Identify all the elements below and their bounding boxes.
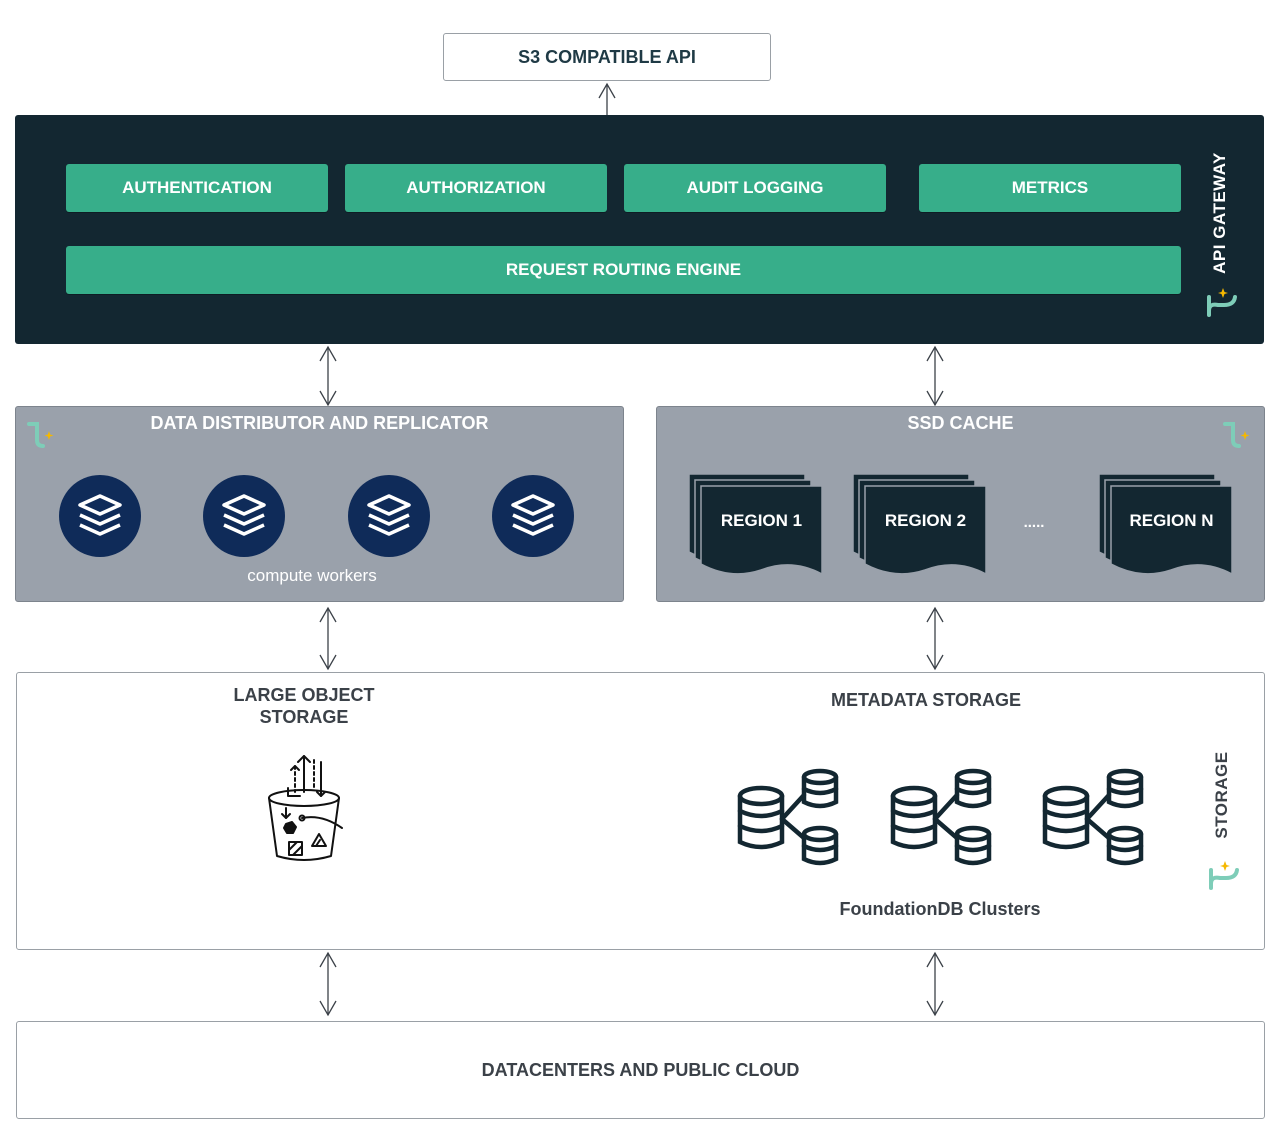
database-cluster-icon-2	[890, 768, 992, 866]
region-n-label: REGION N	[1129, 511, 1214, 530]
storage-label: STORAGE	[1212, 751, 1231, 839]
large-object-storage-title: LARGE OBJECT STORAGE	[184, 684, 424, 728]
metrics-module: METRICS	[919, 164, 1181, 212]
datacenters-label: DATACENTERS AND PUBLIC CLOUD	[481, 1059, 800, 1080]
database-cluster-icon-3	[1042, 768, 1144, 866]
authentication-module: AUTHENTICATION	[66, 164, 328, 212]
compute-worker-2	[203, 475, 285, 557]
region-1-label: REGION 1	[720, 511, 803, 530]
storage-logo-icon	[1209, 861, 1239, 890]
large-object-title-line2: STORAGE	[259, 707, 349, 727]
cache-logo-icon	[1223, 422, 1250, 448]
brand-logo-icon	[1207, 288, 1237, 317]
region-n-stack	[1098, 473, 1233, 576]
api-gateway-panel	[15, 115, 1264, 344]
authorization-label: AUTHORIZATION	[406, 178, 546, 197]
compute-workers-label: compute workers	[247, 566, 377, 585]
region-ellipsis: .....	[1023, 514, 1045, 531]
distributor-logo-icon	[27, 422, 54, 448]
region-2-stack	[852, 473, 987, 576]
audit-logging-label: AUDIT LOGGING	[686, 178, 824, 197]
compute-worker-4	[492, 475, 574, 557]
compute-worker-1	[59, 475, 141, 557]
data-distributor-title: DATA DISTRIBUTOR AND REPLICATOR	[150, 413, 489, 433]
audit-logging-module: AUDIT LOGGING	[624, 164, 886, 212]
authorization-module: AUTHORIZATION	[345, 164, 607, 212]
api-gateway-label: API GATEWAY	[1210, 152, 1229, 274]
metadata-storage-title: METADATA STORAGE	[831, 690, 1021, 710]
storage-panel	[16, 672, 1265, 950]
metrics-label: METRICS	[1011, 178, 1089, 197]
layers-stack-icon	[511, 494, 555, 536]
request-routing-engine: REQUEST ROUTING ENGINE	[66, 246, 1181, 294]
layers-stack-icon	[78, 494, 122, 536]
s3-compatible-api-box: S3 COMPATIBLE API	[443, 33, 771, 81]
large-object-title-line1: LARGE OBJECT	[233, 685, 375, 705]
routing-engine-label: REQUEST ROUTING ENGINE	[505, 260, 742, 279]
region-2-label: REGION 2	[884, 511, 967, 530]
foundationdb-clusters-label: FoundationDB Clusters	[839, 899, 1041, 919]
region-1-stack	[688, 473, 823, 576]
s3-api-label: S3 COMPATIBLE API	[518, 46, 696, 67]
database-cluster-icon-1	[737, 768, 839, 866]
compute-worker-3	[348, 475, 430, 557]
ssd-cache-title: SSD CACHE	[907, 413, 1014, 433]
layers-stack-icon	[222, 494, 266, 536]
authentication-label: AUTHENTICATION	[122, 178, 272, 197]
datacenters-panel: DATACENTERS AND PUBLIC CLOUD	[16, 1021, 1265, 1119]
layers-stack-icon	[367, 494, 411, 536]
object-bucket-icon	[268, 755, 343, 861]
